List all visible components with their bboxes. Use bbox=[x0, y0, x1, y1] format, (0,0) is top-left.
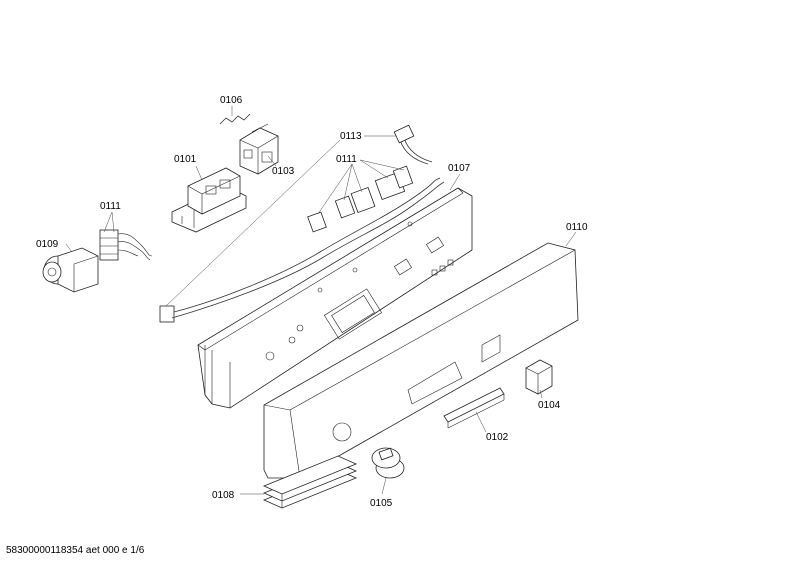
part-0111-left-connector bbox=[99, 229, 153, 261]
callout-0105: 0105 bbox=[370, 498, 393, 509]
callout-0101: 0101 bbox=[174, 154, 197, 165]
callout-0104: 0104 bbox=[538, 400, 561, 411]
callout-0111-right: 0111 bbox=[336, 154, 357, 165]
callout-0107: 0107 bbox=[448, 163, 471, 174]
callout-0108: 0108 bbox=[212, 490, 235, 501]
part-0104-button-cap bbox=[525, 359, 553, 395]
callout-0102: 0102 bbox=[486, 432, 509, 443]
callout-0113: 0113 bbox=[340, 131, 362, 142]
document-id: 58300000118354 aet 000 e 1/6 bbox=[6, 545, 145, 556]
part-0108-gasket-stack bbox=[262, 455, 358, 509]
callout-0111-left: 0111 bbox=[100, 201, 121, 212]
callout-0103: 0103 bbox=[272, 166, 295, 177]
part-0110-front-fascia bbox=[263, 242, 579, 479]
callout-0110: 0110 bbox=[566, 222, 588, 233]
part-0102-rail bbox=[443, 387, 505, 429]
leader-lines bbox=[65, 106, 577, 495]
callout-0109: 0109 bbox=[36, 239, 59, 250]
callout-labels: 0106 0101 0103 0111 0109 0113 0111 0107 … bbox=[36, 95, 588, 509]
part-0105-knob bbox=[371, 447, 405, 479]
part-0113-wiring-harness bbox=[159, 124, 445, 323]
part-0103-switch-module bbox=[239, 123, 279, 175]
callout-0106: 0106 bbox=[220, 95, 243, 106]
part-0106-spring bbox=[219, 113, 251, 125]
part-0109-selector bbox=[42, 247, 99, 293]
part-0107-control-frame bbox=[197, 187, 473, 409]
part-0101-switch-housing bbox=[171, 167, 247, 233]
